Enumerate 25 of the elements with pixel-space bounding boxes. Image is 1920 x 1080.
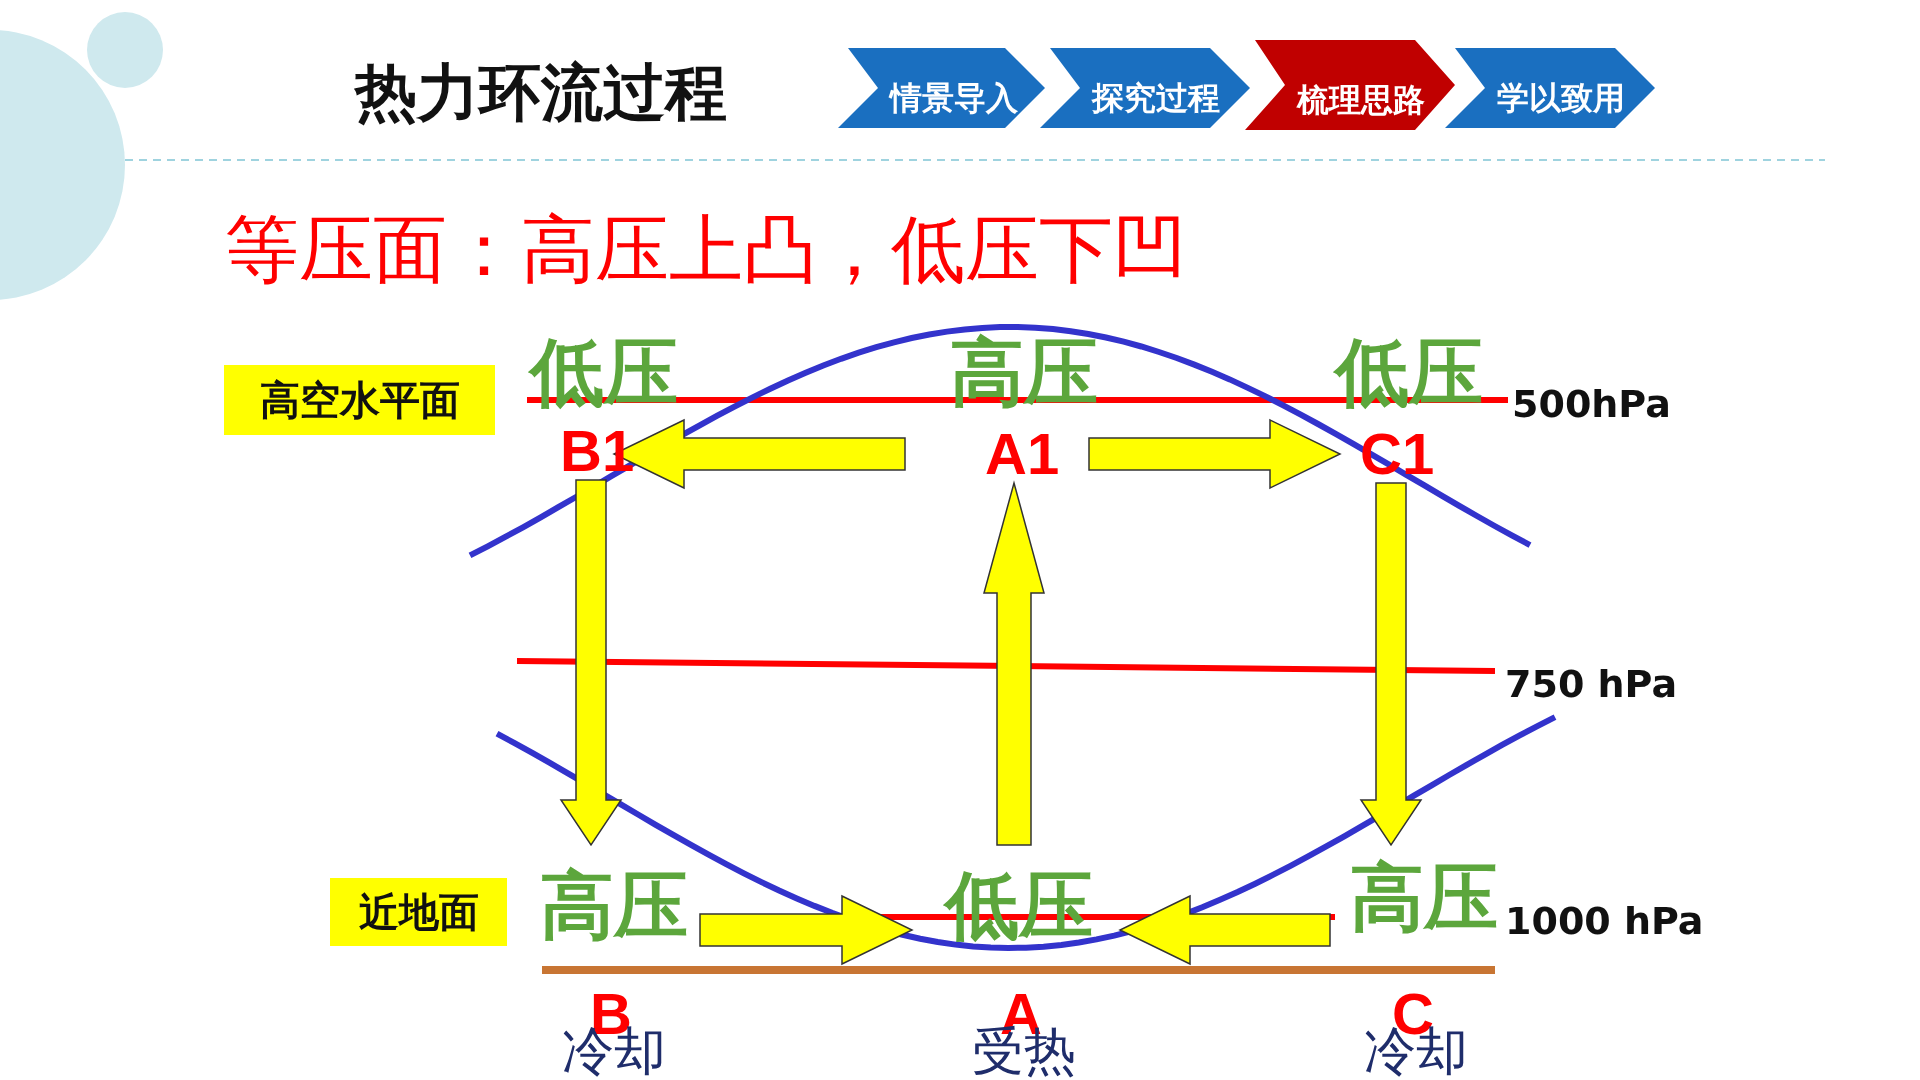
flow-arrow [1359,482,1423,847]
flow-arrow [1118,894,1331,966]
heading: 等压面：高压上凸，低压下凹 [225,212,1187,286]
nav-tab: 情景导入 [838,48,1045,128]
isobar-value: 1000 hPa [1505,902,1704,940]
pressure-label: 高压 [1350,860,1498,934]
nav-tab: 学以致用 [1445,48,1655,128]
point-label: A1 [985,425,1060,483]
page-title: 热力环流过程 [355,62,727,124]
nav-tab: 探究过程 [1040,48,1250,128]
nav-tab: 梳理思路 [1245,40,1455,130]
isobar-value: 750 hPa [1505,665,1678,703]
flow-arrow [612,418,906,490]
flow-arrow [983,480,1045,846]
level-label-box: 近地面 [330,878,507,946]
level-label-box: 高空水平面 [224,365,495,435]
flow-arrow [699,894,914,966]
isobar-value: 500hPa [1512,385,1671,423]
pressure-label: 低压 [530,335,678,409]
point-label: B1 [560,422,635,480]
flow-arrow [1088,418,1342,490]
pressure-label: 高压 [950,335,1098,409]
flow-arrow [559,479,623,847]
pressure-label: 低压 [1335,335,1483,409]
point-label: C1 [1360,425,1435,483]
